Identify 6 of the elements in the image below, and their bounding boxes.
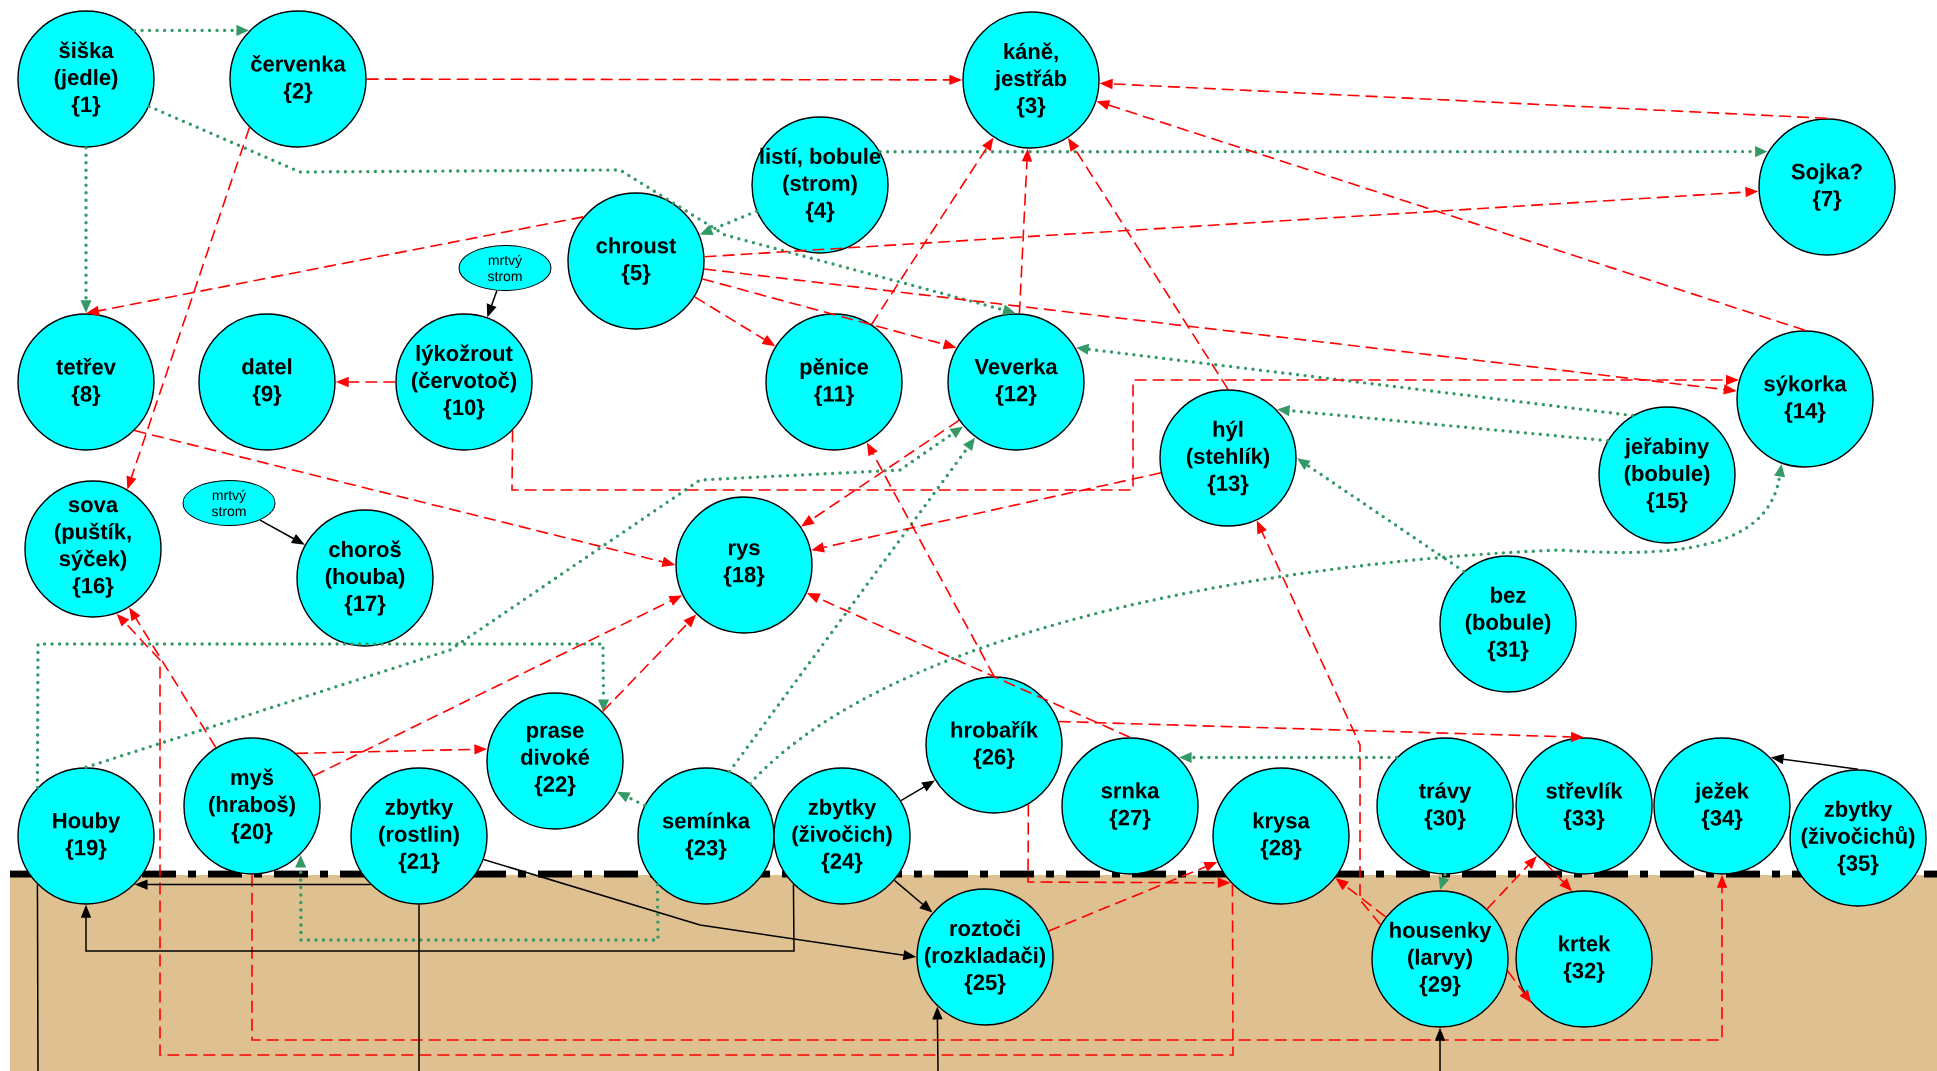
line	[418, 903, 420, 1071]
arrow	[35, 642, 610, 790]
line	[36, 883, 39, 1071]
arrow	[80, 883, 795, 952]
arrow	[1486, 856, 1537, 910]
arrow	[900, 780, 935, 802]
